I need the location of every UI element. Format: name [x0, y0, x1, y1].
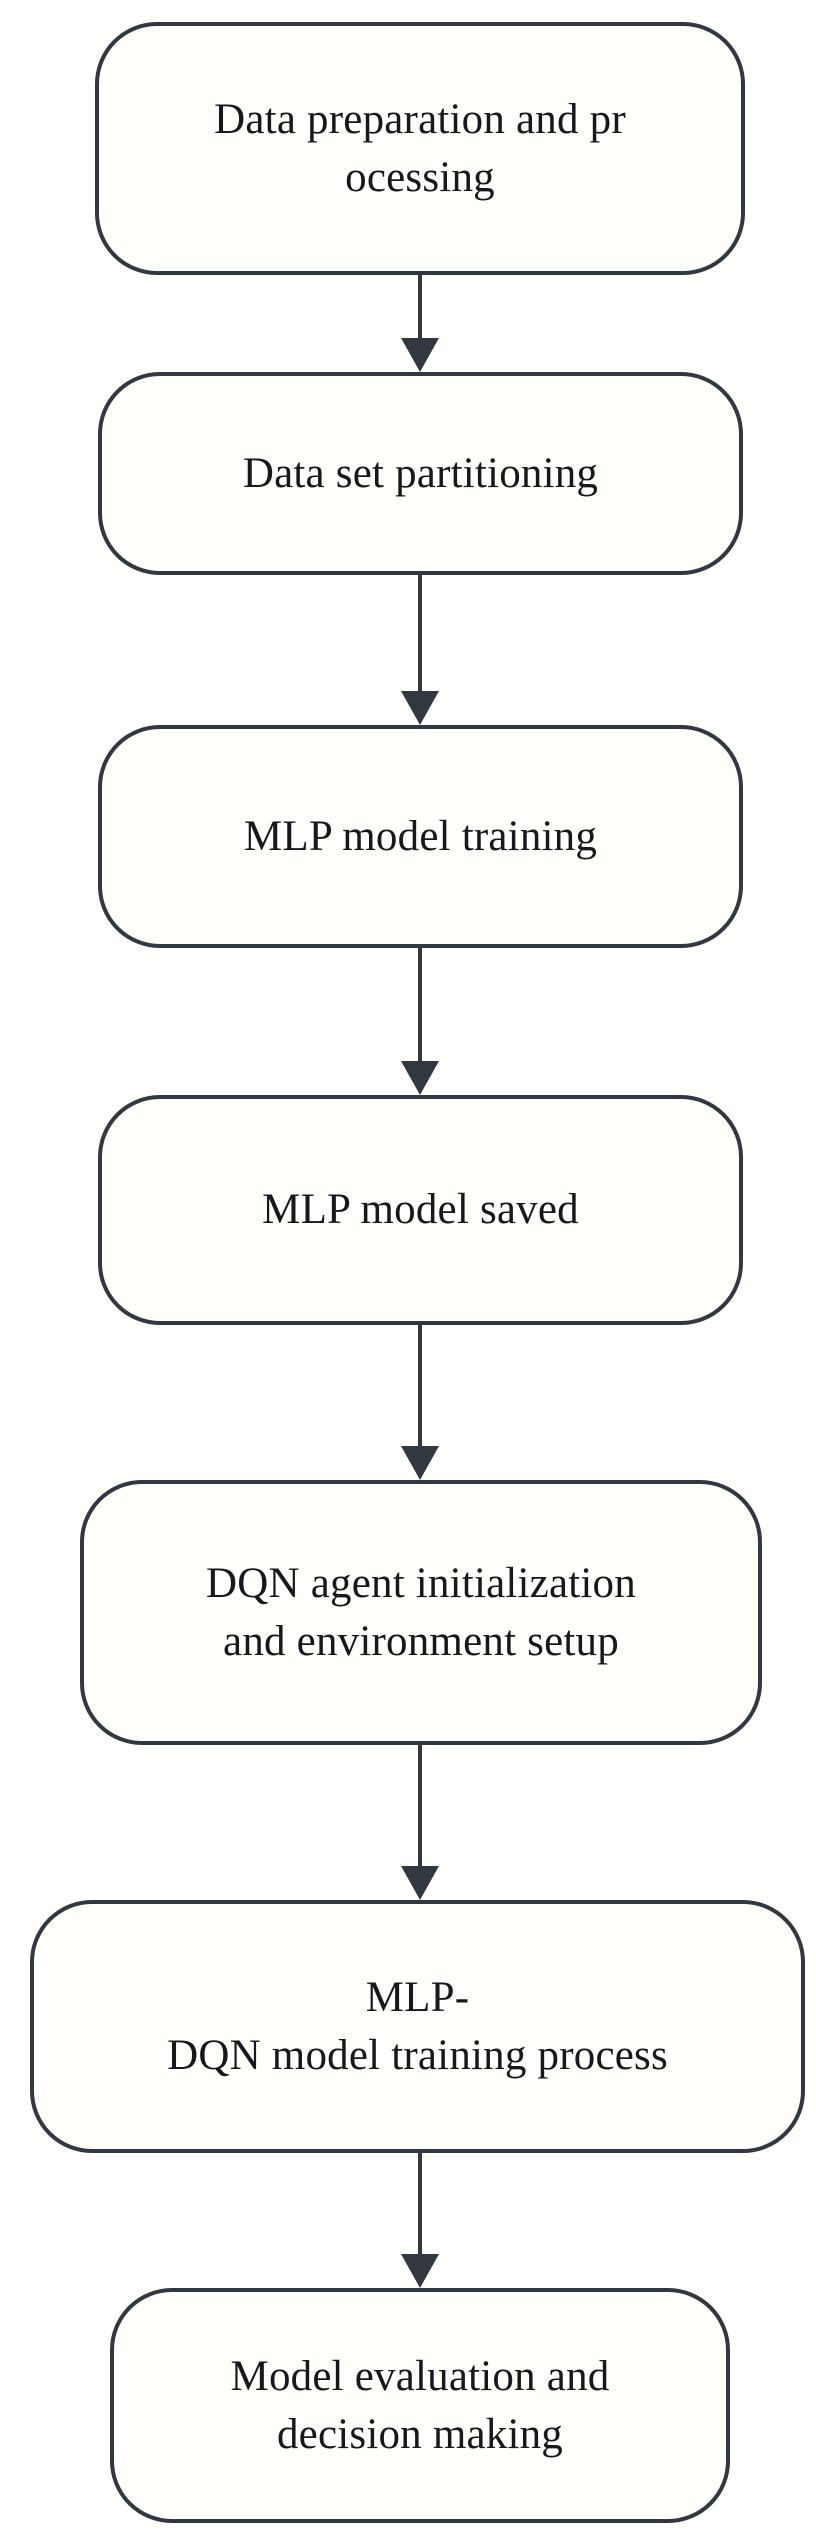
arrowhead-icon [401, 2254, 439, 2288]
node-label: DQN agent initialization and environment… [206, 1560, 636, 1665]
arrowhead-icon [401, 1061, 439, 1095]
node-dqn-agent-initialization-and-environment-setup[interactable]: DQN agent initialization and environment… [80, 1480, 762, 1745]
arrowhead-icon [401, 691, 439, 725]
node-data-preparation-and-processing[interactable]: Data preparation and pr ocessing [95, 22, 745, 275]
connector-shaft [418, 275, 422, 338]
node-label: Data set partitioning [242, 449, 599, 497]
connector-shaft [418, 1745, 422, 1866]
node-label: MLP- DQN model training process [167, 1974, 668, 2079]
connector-shaft [418, 948, 422, 1061]
node-label: MLP model training [243, 812, 598, 860]
node-model-evaluation-and-decision-making[interactable]: Model evaluation and decision making [110, 2288, 730, 2523]
arrowhead-icon [401, 1866, 439, 1900]
connector-shaft [418, 575, 422, 691]
connector-shaft [418, 2153, 422, 2254]
arrowhead-icon [401, 1446, 439, 1480]
node-data-set-partitioning[interactable]: Data set partitioning [98, 372, 743, 575]
connector-shaft [418, 1325, 422, 1446]
node-label: MLP model saved [262, 1186, 579, 1234]
node-label: Model evaluation and decision making [230, 2353, 610, 2458]
node-mlp-dqn-model-training-process[interactable]: MLP- DQN model training process [30, 1900, 805, 2153]
node-mlp-model-saved[interactable]: MLP model saved [98, 1095, 743, 1325]
arrowhead-icon [401, 338, 439, 372]
node-label: Data preparation and pr ocessing [214, 96, 626, 201]
node-mlp-model-training[interactable]: MLP model training [98, 725, 743, 948]
